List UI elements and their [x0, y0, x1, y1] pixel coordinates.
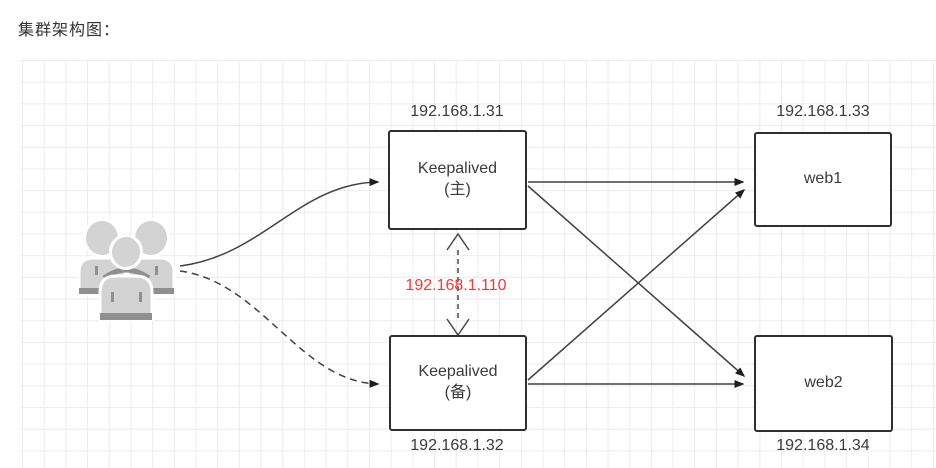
vip-label: 192.168.1.110 [405, 277, 507, 294]
node-keepalived-backup: Keepalived (备) [389, 335, 527, 431]
node-keepalived-master-name: Keepalived [417, 160, 498, 178]
ip-label-master: 192.168.1.31 [410, 103, 504, 120]
node-web2-name: web2 [804, 374, 843, 392]
node-web2: web2 [754, 335, 893, 432]
page-title: 集群架构图： [18, 22, 121, 39]
node-keepalived-master: Keepalived (主) [388, 130, 527, 230]
node-keepalived-backup-name: Keepalived [418, 363, 498, 381]
node-web1: web1 [754, 132, 892, 227]
node-keepalived-master-role: (主) [444, 181, 471, 198]
node-web1-name: web1 [803, 170, 843, 188]
ip-label-web1: 192.168.1.33 [776, 103, 870, 120]
ip-label-backup: 192.168.1.32 [410, 437, 504, 454]
node-keepalived-backup-role: (备) [444, 384, 472, 401]
ip-label-web2: 192.168.1.34 [776, 437, 870, 454]
